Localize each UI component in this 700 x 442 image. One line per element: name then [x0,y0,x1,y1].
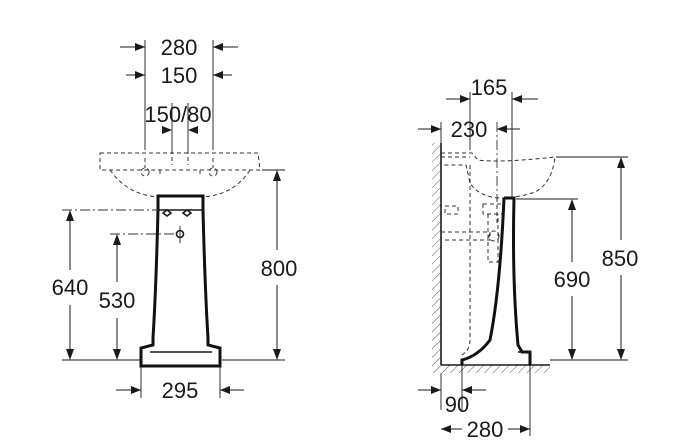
side-view: 165 230 850 690 [418,75,638,442]
dim-150-front: 150 [126,63,232,88]
dim-280-front: 280 [120,35,238,150]
dim-530-front: 530 [99,233,176,360]
dim-90-side: 90 [418,365,486,417]
side-basin-outline [441,152,556,356]
dim-label-165: 165 [471,75,508,100]
dim-label-150: 150 [161,63,198,88]
dim-230-side: 230 [418,117,520,198]
front-basin-outline [99,150,261,198]
dim-label-530: 530 [99,288,136,313]
dim-295-front: 295 [116,366,244,403]
dim-150-80-front: 150/80 [144,102,212,150]
dim-850-side: 850 [550,156,639,361]
side-pedestal [460,196,532,365]
front-view: 280 150 150/80 800 [52,35,298,403]
dim-690-side: 690 [516,198,591,360]
dim-label-295: 295 [162,378,199,403]
front-pedestal [139,194,222,368]
dim-165-side: 165 [446,75,538,198]
dim-label-690: 690 [554,267,591,292]
dim-640-front: 640 [52,209,158,361]
dim-label-90: 90 [445,392,469,417]
dim-label-280-side: 280 [467,417,504,442]
dim-800-front: 800 [222,169,298,361]
dim-label-850: 850 [602,246,639,271]
wall-and-floor [432,143,550,373]
dim-label-150-80: 150/80 [144,102,211,127]
dim-label-230: 230 [451,117,488,142]
dim-label-800: 800 [261,256,298,281]
dim-label-280: 280 [161,35,198,60]
dim-280-side: 280 [441,365,531,442]
dim-label-640: 640 [52,275,89,300]
